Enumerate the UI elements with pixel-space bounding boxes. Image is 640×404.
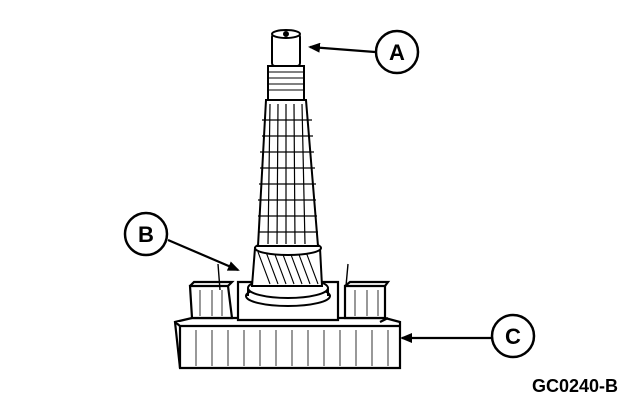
- leader-b: [167, 238, 240, 272]
- callout-a: A: [374, 29, 420, 75]
- callout-c-label: C: [505, 324, 521, 349]
- callout-a-label: A: [389, 40, 405, 65]
- callout-b: B: [123, 211, 169, 257]
- figure-code: GC0240-B: [532, 376, 618, 396]
- callout-c: C: [490, 313, 536, 359]
- callout-leaders: [167, 42, 492, 343]
- shaft-assembly: [245, 29, 331, 307]
- callout-b-label: B: [138, 222, 154, 247]
- leader-a: [308, 42, 376, 54]
- press-block: [173, 263, 402, 370]
